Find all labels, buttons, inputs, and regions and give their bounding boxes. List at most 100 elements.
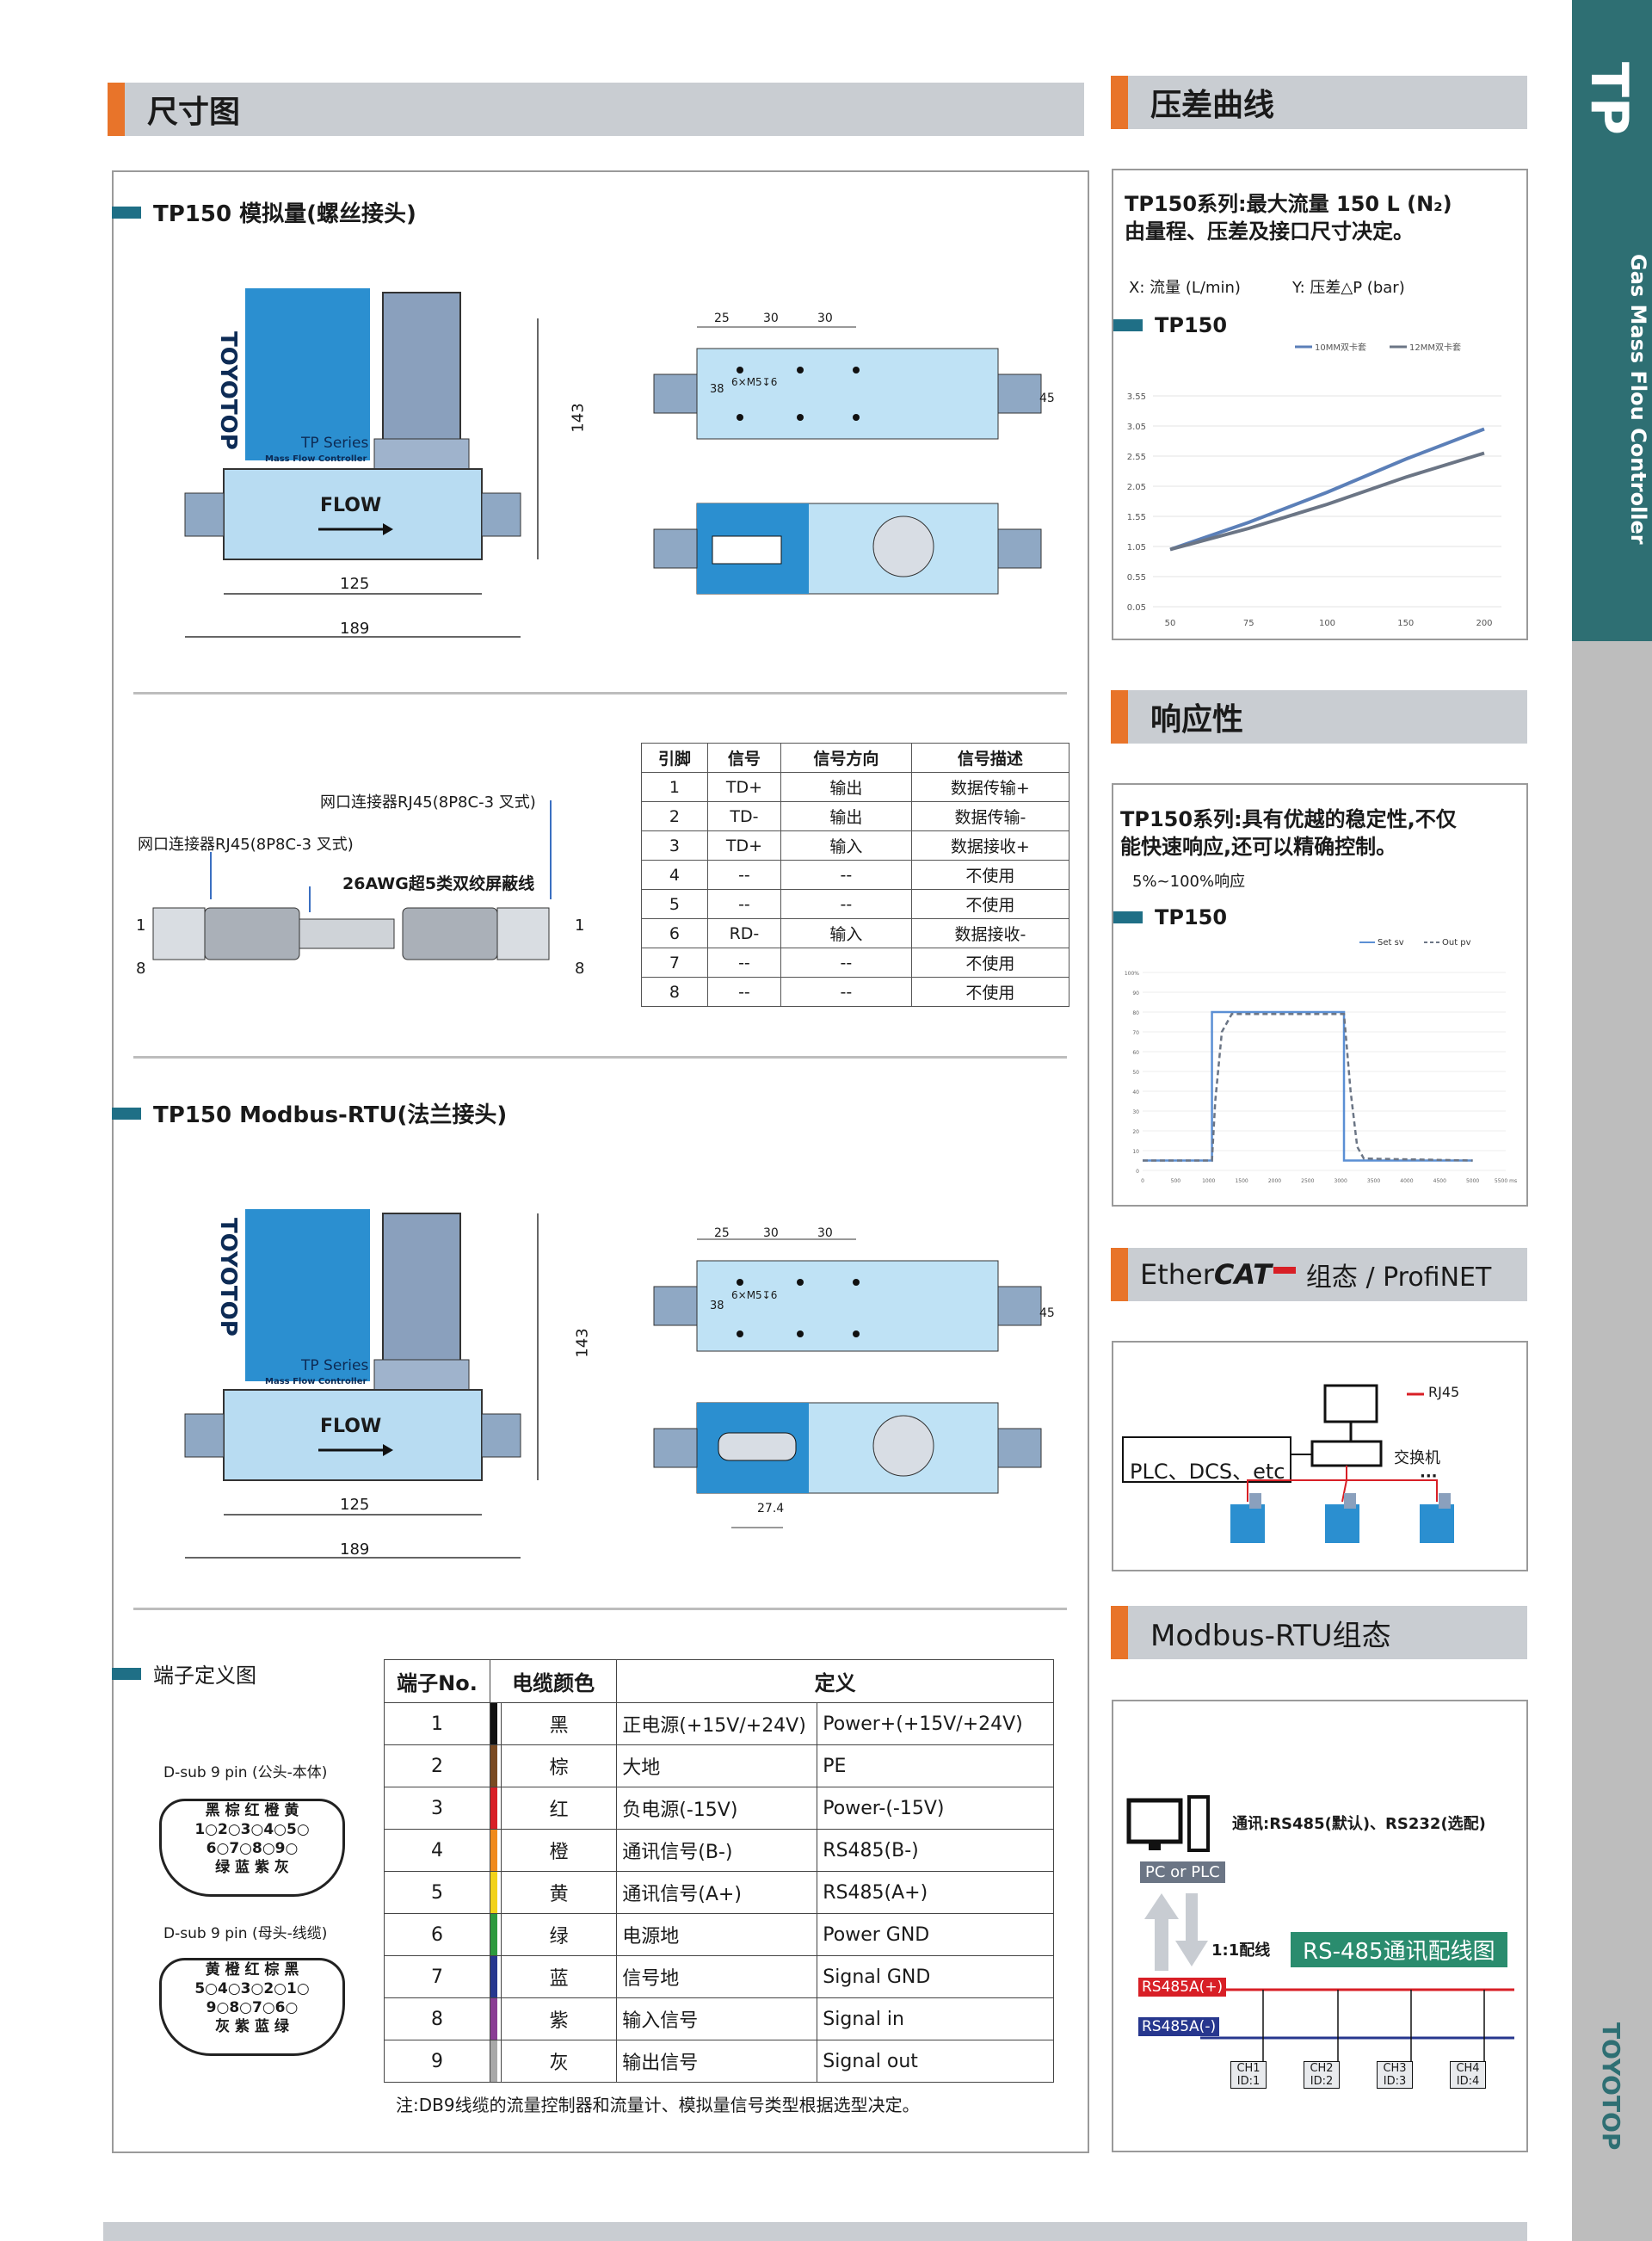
ethercat-pre: Ether xyxy=(1140,1258,1214,1291)
definition-cn: 输出信号 xyxy=(616,2040,818,2083)
y-tick-label: 0.55 xyxy=(1127,573,1146,583)
modbus-ratio: 1:1配线 xyxy=(1211,1942,1271,1960)
y-tick-label: 10 xyxy=(1132,1149,1139,1155)
modbus-top-b: 30 xyxy=(763,1226,779,1240)
color-swatch xyxy=(490,1871,502,1914)
cable-color: 棕 xyxy=(500,1744,618,1787)
device-body xyxy=(223,468,483,560)
modbus-top-c: 30 xyxy=(817,1226,833,1240)
cable-label-mid: 26AWG超5类双绞屏蔽线 xyxy=(342,874,535,893)
legend-label: Out pv xyxy=(1442,938,1471,948)
ethercat-post: 组态 / ProfiNET xyxy=(1305,1262,1492,1293)
response-desc-2: 能快速响应,还可以精确控制。 xyxy=(1120,835,1397,859)
channel-id: ID:3 xyxy=(1383,2075,1407,2088)
modbus-device-drawing xyxy=(184,1209,539,1559)
x-tick-label: 5000 xyxy=(1466,1178,1479,1184)
fitting-right xyxy=(481,1413,521,1458)
x-tick-label: 50 xyxy=(1165,619,1176,628)
color-swatch xyxy=(490,1744,502,1787)
pressure-panel xyxy=(1112,169,1528,640)
response-model-text: TP150 xyxy=(1155,905,1228,929)
pin-h1: 信号 xyxy=(706,743,781,773)
device-cylinder xyxy=(382,1213,461,1382)
terminal-no: 7 xyxy=(384,1955,490,1998)
cell: -- xyxy=(780,977,912,1007)
pressure-desc-1: TP150系列:最大流量 150 L (N₂) xyxy=(1125,192,1452,216)
front-fitting-left xyxy=(653,528,698,569)
cell: 数据传输+ xyxy=(910,772,1070,802)
top-holes xyxy=(737,1279,860,1337)
dsub-port xyxy=(718,1432,797,1461)
plug-left xyxy=(152,907,206,960)
female-label: D-sub 9 pin (母头-线缆) xyxy=(163,1925,328,1942)
device-head xyxy=(245,1209,370,1381)
cable-n1-right: 1 xyxy=(575,917,585,935)
terminal-subtitle: 端子定义图 xyxy=(112,1658,256,1688)
x-tick-label: 2500 xyxy=(1301,1178,1314,1184)
pressure-header: 压差曲线 xyxy=(1111,76,1527,129)
subtitle-marker xyxy=(112,206,141,219)
divider-1 xyxy=(133,692,1067,695)
cell: 输出 xyxy=(780,772,912,802)
subtitle-marker xyxy=(1113,319,1143,331)
x-tick-label: 4500 xyxy=(1433,1178,1446,1184)
y-tick-label: 0.05 xyxy=(1127,603,1146,613)
response-model: TP150 xyxy=(1113,905,1227,929)
x-tick-label: 5500 ms xyxy=(1495,1178,1517,1184)
modbus-thread: 6×M5↧6 xyxy=(731,1289,778,1301)
analog-dim-189: 189 xyxy=(340,620,370,638)
cable-color: 绿 xyxy=(500,1913,618,1956)
channel-name: CH1 xyxy=(1236,2062,1261,2075)
female-row2-colors: 灰 紫 蓝 绿 xyxy=(215,2018,289,2035)
terminal-no: 5 xyxy=(384,1871,490,1914)
analog-top-a: 25 xyxy=(714,312,730,325)
analog-thread: 6×M5↧6 xyxy=(731,376,778,388)
cell: -- xyxy=(780,889,912,919)
female-connector: 黄 橙 红 棕 黑 5○4○3○2○1○ 9○8○7○6○ 灰 紫 蓝 绿 xyxy=(159,1958,345,2056)
definition-en: Power GND xyxy=(817,1913,1054,1956)
series-line xyxy=(1143,1010,1473,1162)
cell: TD+ xyxy=(706,772,781,802)
cable-color: 黑 xyxy=(500,1702,618,1745)
legend-label: Set sv xyxy=(1378,938,1404,948)
cell: 输出 xyxy=(780,801,912,831)
header-accent xyxy=(1111,1606,1128,1659)
channel-id: ID:4 xyxy=(1456,2075,1480,2088)
bottom-bar xyxy=(103,2222,1527,2241)
y-tick-label: 1.55 xyxy=(1127,513,1146,522)
side-series: Gas Mass Flou Controller xyxy=(1626,254,1650,545)
definition-en: Signal GND xyxy=(817,1955,1054,1998)
cell: 不使用 xyxy=(910,977,1070,1007)
channel-name: CH4 xyxy=(1456,2062,1480,2075)
pc-stand xyxy=(1149,1842,1161,1850)
cell: 数据接收+ xyxy=(910,830,1070,861)
female-row1-colors: 黄 橙 红 棕 黑 xyxy=(205,1961,299,1979)
cable-color: 蓝 xyxy=(500,1955,618,1998)
boot-right xyxy=(402,907,498,960)
female-row1-nums: 5○4○3○2○1○ xyxy=(194,1980,310,1997)
side-tp: TP xyxy=(1579,62,1639,135)
channel-id: ID:1 xyxy=(1236,2075,1261,2088)
x-tick-label: 100 xyxy=(1319,619,1335,628)
modbus-comm: 通讯:RS485(默认)、RS232(选配) xyxy=(1232,1815,1486,1833)
male-label: D-sub 9 pin (公头-本体) xyxy=(163,1764,328,1781)
side-tab xyxy=(1572,0,1652,641)
y-tick-label: 80 xyxy=(1132,1010,1139,1016)
cell: 输入 xyxy=(780,918,912,948)
analog-subtitle: TP150 模拟量(螺丝接头) xyxy=(112,196,416,228)
legend-label: 12MM双卡套 xyxy=(1409,342,1461,353)
cell: 数据接收- xyxy=(910,918,1070,948)
flow-arrow-head xyxy=(383,1444,393,1456)
analog-series: TP Series xyxy=(301,435,369,452)
definition-cn: 信号地 xyxy=(616,1955,818,1998)
front-fitting-left xyxy=(653,1428,698,1468)
plc-box xyxy=(1122,1436,1291,1483)
terminal-no: 1 xyxy=(384,1702,490,1745)
pin-table-header: 引脚 信号 信号方向 信号描述 xyxy=(641,743,1070,773)
